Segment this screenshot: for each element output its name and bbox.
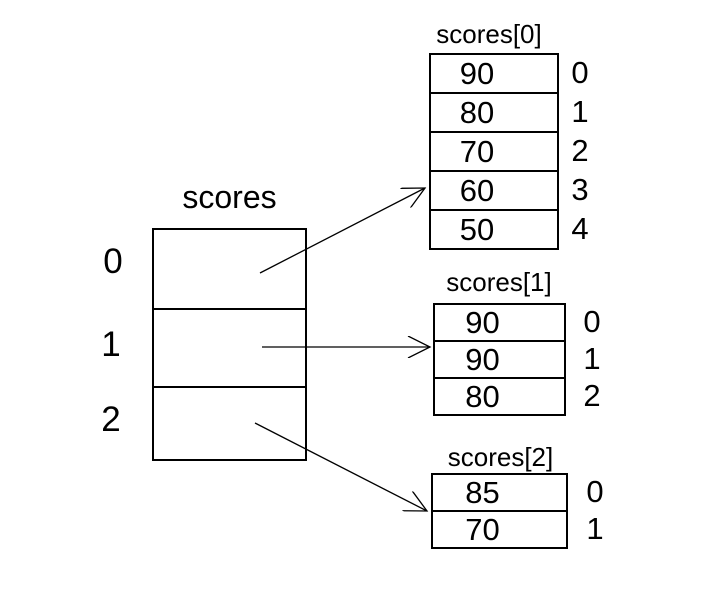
value-cell: 90 (435, 305, 564, 342)
main-array-index-1: 1 (101, 325, 121, 364)
sub-array-0-table: 90 80 70 60 50 (429, 53, 559, 250)
value-cell: 80 (431, 94, 557, 133)
sub-array-2-table: 85 70 (431, 473, 568, 549)
value-cell: 85 (433, 475, 566, 512)
index-label: 1 (583, 341, 601, 376)
sub-array-1-indices: 0 1 2 (577, 303, 607, 414)
value-cell: 80 (465, 379, 500, 414)
value-cell: 90 (435, 342, 564, 379)
main-array-cell-1 (154, 310, 305, 388)
value-cell: 50 (459, 212, 495, 247)
value-cell: 70 (465, 512, 500, 547)
index-label: 4 (571, 211, 589, 246)
index-label: 2 (571, 133, 589, 168)
sub-array-1-table: 90 90 80 (433, 303, 566, 416)
main-array-index-2: 2 (101, 400, 121, 439)
index-label: 2 (583, 378, 601, 413)
value-cell: 90 (431, 55, 557, 94)
main-array-cell-0 (154, 230, 305, 310)
value-cell: 60 (431, 172, 557, 211)
main-array-box (152, 228, 307, 461)
main-array-index-0: 0 (103, 242, 123, 281)
sub-array-2-indices: 0 1 (580, 473, 610, 547)
value-cell: 70 (431, 133, 557, 172)
index-label: 1 (586, 511, 604, 546)
index-label: 1 (571, 94, 589, 129)
index-label: 0 (571, 55, 589, 90)
index-label: 3 (571, 172, 589, 207)
sub-array-1-title: scores[1] (446, 267, 552, 297)
sub-array-0-title: scores[0] (436, 19, 542, 49)
sub-array-2-title: scores[2] (447, 442, 554, 472)
main-array-cell-2 (154, 388, 305, 459)
index-label: 0 (583, 304, 601, 339)
sub-array-0-indices: 0 1 2 3 4 (565, 53, 595, 248)
main-array-title: scores (182, 179, 277, 215)
index-label: 0 (586, 474, 604, 509)
